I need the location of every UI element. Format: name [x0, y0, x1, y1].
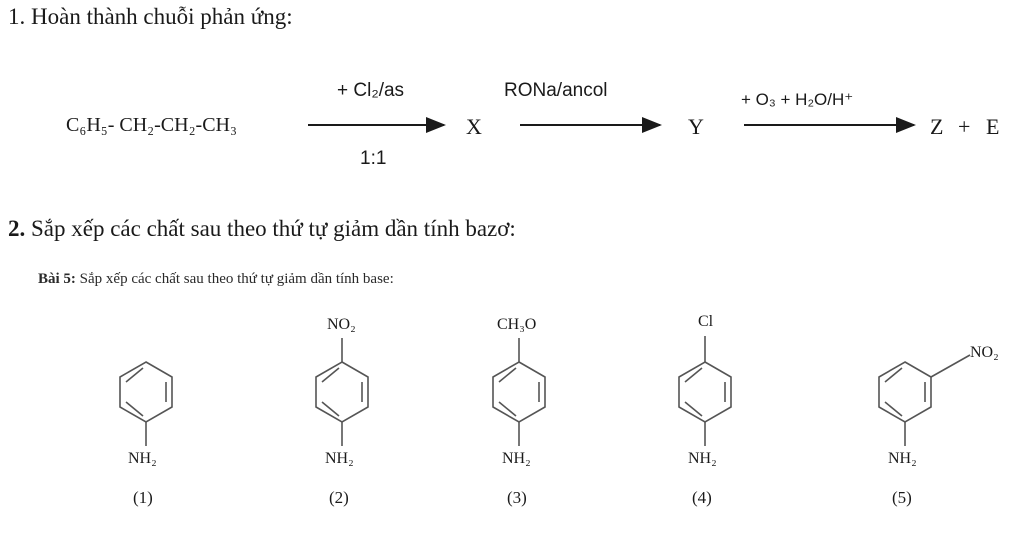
exercise-label: Bài 5: [38, 271, 76, 287]
amine-4: NH₂ [688, 450, 717, 467]
step3-reagent: + O₃ + H₂O/H⁺ [741, 90, 854, 109]
plus-sign: + [958, 114, 971, 139]
product-y: Y [688, 114, 704, 139]
question-1-text: Hoàn thành chuỗi phản ứng: [31, 4, 293, 29]
step2-reagent: RONa/ancol [504, 80, 608, 101]
step1-ratio: 1:1 [360, 148, 387, 169]
question-2-text: Sắp xếp các chất sau theo thứ tự giảm dầ… [31, 216, 516, 241]
step1-reagent: + Cl₂/as [337, 80, 405, 101]
substituent-4: Cl [698, 313, 714, 330]
substituent-3: CH₃O [497, 316, 537, 333]
exercise-heading: Bài 5: Sắp xếp các chất sau theo thứ tự … [38, 271, 394, 288]
product-z: Z [930, 114, 944, 139]
substituent-2: NO₂ [327, 316, 356, 333]
exercise-text: Sắp xếp các chất sau theo thứ tự giảm dầ… [79, 271, 394, 287]
structure-number-4: (4) [692, 488, 712, 507]
structure-number-3: (3) [507, 488, 527, 507]
substituent-5: NO₂ [970, 344, 999, 361]
structure-number-5: (5) [892, 488, 912, 507]
amine-2: NH₂ [325, 450, 354, 467]
product-e: E [986, 114, 1000, 139]
benzene-ring-1 [119, 361, 173, 446]
amine-5: NH₂ [888, 450, 917, 467]
question-2: 2. Sắp xếp các chất sau theo thứ tự giảm… [8, 216, 516, 242]
benzene-ring-3 [492, 338, 546, 446]
benzene-ring-5 [878, 354, 971, 446]
amine-3: NH₂ [502, 450, 531, 467]
question-1-number: 1. [8, 4, 26, 29]
question-2-number: 2. [8, 216, 26, 241]
structure-number-2: (2) [329, 488, 349, 507]
amine-1: NH₂ [128, 450, 157, 467]
product-x: X [466, 114, 482, 139]
question-1: 1. Hoàn thành chuỗi phản ứng: [8, 4, 293, 30]
benzene-ring-2 [315, 338, 369, 446]
structure-number-1: (1) [133, 488, 153, 507]
reaction-start: C₆H₅- CH₂-CH₂-CH₃ [66, 114, 237, 136]
benzene-ring-4 [678, 336, 732, 446]
